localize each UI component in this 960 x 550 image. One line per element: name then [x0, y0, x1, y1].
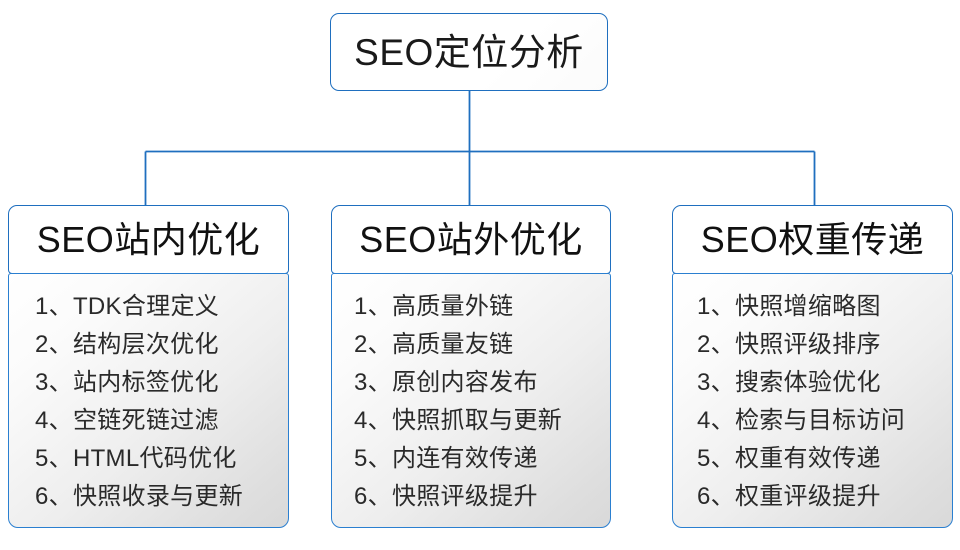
- branch-header-2[interactable]: SEO站外优化: [331, 205, 611, 274]
- branch-item-list-3: 1、快照增缩略图 2、快照评级排序 3、搜索体验优化 4、检索与目标访问 5、权…: [672, 273, 953, 528]
- list-item: 5、HTML代码优化: [35, 445, 237, 472]
- list-item: 2、结构层次优化: [35, 331, 219, 358]
- branch-column-3: SEO权重传递 1、快照增缩略图 2、快照评级排序 3、搜索体验优化 4、检索与…: [672, 205, 953, 528]
- root-node-label: SEO定位分析: [354, 31, 584, 73]
- list-item: 2、高质量友链: [354, 331, 514, 358]
- list-item: 6、权重评级提升: [697, 483, 881, 510]
- list-item: 3、搜索体验优化: [697, 369, 881, 396]
- branch-header-label-1: SEO站内优化: [36, 218, 261, 260]
- list-item: 3、站内标签优化: [35, 369, 219, 396]
- branch-header-1[interactable]: SEO站内优化: [8, 205, 289, 274]
- list-item: 1、TDK合理定义: [35, 293, 220, 320]
- list-item: 5、内连有效传递: [354, 445, 538, 472]
- list-item: 1、高质量外链: [354, 293, 514, 320]
- list-item: 3、原创内容发布: [354, 369, 538, 396]
- branch-header-3[interactable]: SEO权重传递: [672, 205, 953, 274]
- list-item: 4、快照抓取与更新: [354, 407, 563, 434]
- list-item: 5、权重有效传递: [697, 445, 881, 472]
- branch-column-1: SEO站内优化 1、TDK合理定义 2、结构层次优化 3、站内标签优化 4、空链…: [8, 205, 289, 528]
- branch-item-list-1: 1、TDK合理定义 2、结构层次优化 3、站内标签优化 4、空链死链过滤 5、H…: [8, 273, 289, 528]
- list-item: 6、快照收录与更新: [35, 483, 244, 510]
- root-node[interactable]: SEO定位分析: [330, 13, 608, 91]
- list-item: 4、检索与目标访问: [697, 407, 906, 434]
- branch-header-label-3: SEO权重传递: [700, 218, 925, 260]
- branch-item-list-2: 1、高质量外链 2、高质量友链 3、原创内容发布 4、快照抓取与更新 5、内连有…: [331, 273, 611, 528]
- branch-header-label-2: SEO站外优化: [359, 218, 583, 260]
- list-item: 6、快照评级提升: [354, 483, 538, 510]
- branch-column-2: SEO站外优化 1、高质量外链 2、高质量友链 3、原创内容发布 4、快照抓取与…: [331, 205, 611, 528]
- list-item: 4、空链死链过滤: [35, 407, 219, 434]
- list-item: 2、快照评级排序: [697, 331, 881, 358]
- list-item: 1、快照增缩略图: [697, 293, 881, 320]
